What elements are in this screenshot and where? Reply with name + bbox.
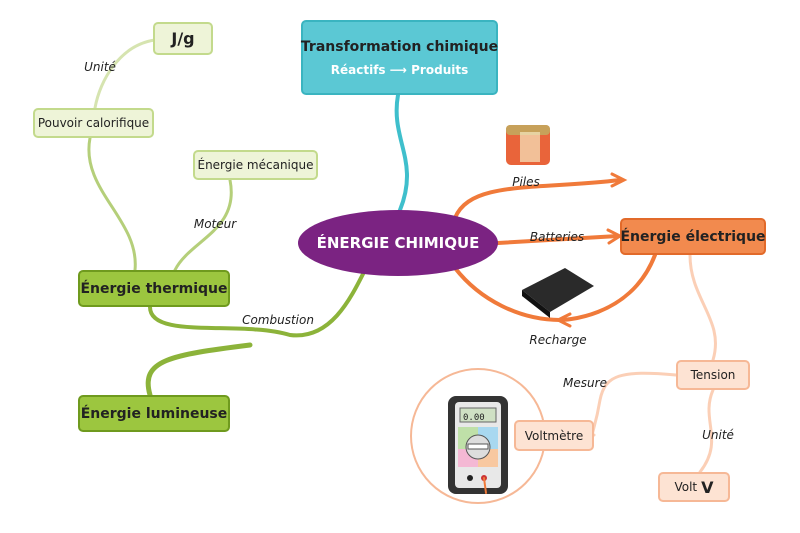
transformation-title: Transformation chimique (300, 38, 499, 55)
link-jg (93, 38, 157, 110)
node-voltmetre[interactable]: Voltmètre (514, 420, 594, 451)
arrow-piles (610, 172, 628, 188)
phone-battery-icon (522, 268, 594, 318)
produits: Produits (411, 62, 469, 77)
link-transformation (394, 93, 409, 212)
link-piles (453, 178, 622, 220)
label-piles: Piles (512, 175, 540, 189)
node-energie-thermique[interactable]: Énergie thermique (78, 270, 230, 307)
node-tension[interactable]: Tension (676, 360, 750, 390)
node-energie-electrique[interactable]: Énergie électrique (620, 218, 766, 255)
label-batteries: Batteries (529, 230, 585, 244)
link-unite (698, 388, 715, 474)
volt-symbol: V (701, 477, 714, 497)
central-node[interactable]: ÉNERGIE CHIMIQUE (298, 210, 498, 276)
meter-display: 0.00 (463, 413, 485, 423)
voltmeter-icon (448, 396, 508, 494)
link-thermique (148, 268, 367, 338)
link-pouvoir (87, 136, 137, 272)
arrow-icon: ⟶ (389, 62, 412, 77)
node-energie-mecanique[interactable]: Énergie mécanique (193, 150, 318, 180)
label-unite: Unité (84, 60, 116, 74)
reactifs: Réactifs (330, 62, 386, 77)
volt-label: Volt (674, 480, 698, 494)
arrow-recharge (554, 312, 572, 328)
link-batteries (496, 234, 620, 245)
label-combustion: Combustion (242, 313, 314, 327)
label-unite-volt: Unité (702, 428, 734, 442)
label-mesure: Mesure (563, 376, 607, 390)
label-moteur: Moteur (193, 217, 237, 231)
node-transformation-chimique[interactable]: Transformation chimique Réactifs ⟶ Produ… (301, 20, 498, 95)
node-volt[interactable]: Volt V (658, 472, 730, 502)
label-recharge: Recharge (529, 333, 587, 347)
node-energie-lumineuse[interactable]: Énergie lumineuse (78, 395, 230, 432)
link-tension (688, 253, 717, 362)
link-lumineuse (145, 342, 253, 398)
node-pouvoir-calorifique[interactable]: Pouvoir calorifique (33, 108, 154, 138)
node-jg[interactable]: J/g (153, 22, 213, 55)
link-mecanique (173, 178, 233, 272)
reaction-line: Réactifs ⟶ Produits (331, 63, 468, 77)
pile-battery-icon (506, 125, 550, 165)
